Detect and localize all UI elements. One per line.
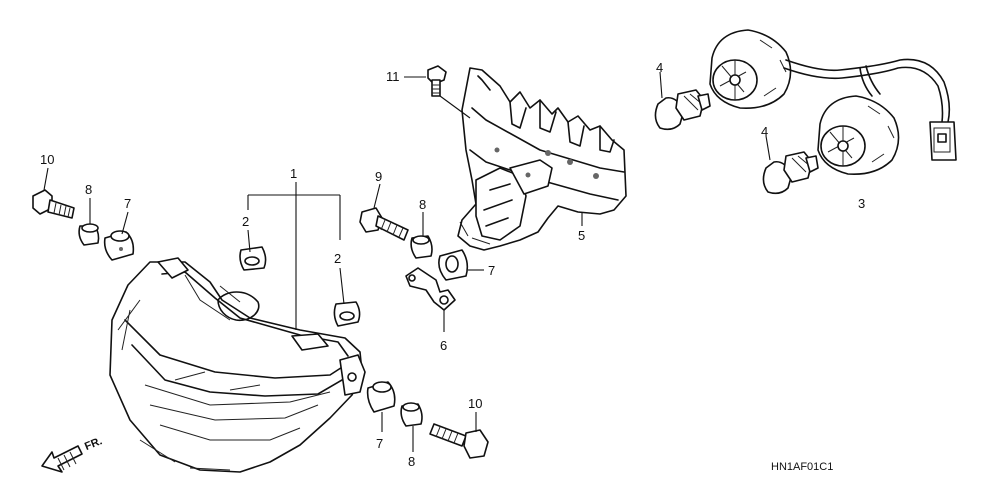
callout-7-upper-left: 7 [124,196,131,211]
callout-labels: 1 2 2 3 4 4 5 6 7 7 7 8 8 8 9 10 10 11 [40,60,865,469]
headlight-assembly [109,257,366,473]
callout-4-lower: 4 [761,124,768,139]
front-direction-arrow: FR. [41,435,104,473]
callout-8-middle: 8 [419,197,426,212]
callout-2-left: 2 [242,214,249,229]
callout-10-lower: 10 [468,396,482,411]
callout-11: 11 [386,69,400,84]
collar-8-middle [410,235,433,259]
callout-8-upper-left: 8 [85,182,92,197]
callout-3: 3 [858,196,865,211]
callout-7-middle: 7 [488,263,495,278]
collar-8-upper-left [78,223,100,246]
front-label: FR. [83,435,104,453]
callout-7-lower: 7 [376,436,383,451]
callout-6: 6 [440,338,447,353]
grommet-7-middle [438,249,469,281]
bulb-socket-harness-3 [709,29,957,176]
callout-1: 1 [290,166,297,181]
leader-lines [43,71,771,452]
callout-8-lower: 8 [408,454,415,469]
cap-2-left [239,246,267,271]
callout-4-upper: 4 [656,60,663,75]
collar-8-lower [400,402,423,427]
grommet-7-lower [366,381,396,413]
callout-2-right: 2 [334,251,341,266]
callout-9: 9 [375,169,382,184]
grommet-7-upper-left [103,230,135,261]
cap-2-right [333,301,361,327]
screw-11 [427,65,447,97]
bolt-9 [359,207,409,241]
callout-5: 5 [578,228,585,243]
headlight-stay-5 [457,67,627,251]
bulb-4-lower [762,151,819,195]
callout-10-upper-left: 10 [40,152,54,167]
bolt-10-lower [429,423,489,459]
clamp-6 [405,267,456,311]
bolt-10-upper-left [32,189,75,219]
diagram-code: HN1AF01C1 [771,461,833,473]
bulb-4-upper [654,89,711,131]
